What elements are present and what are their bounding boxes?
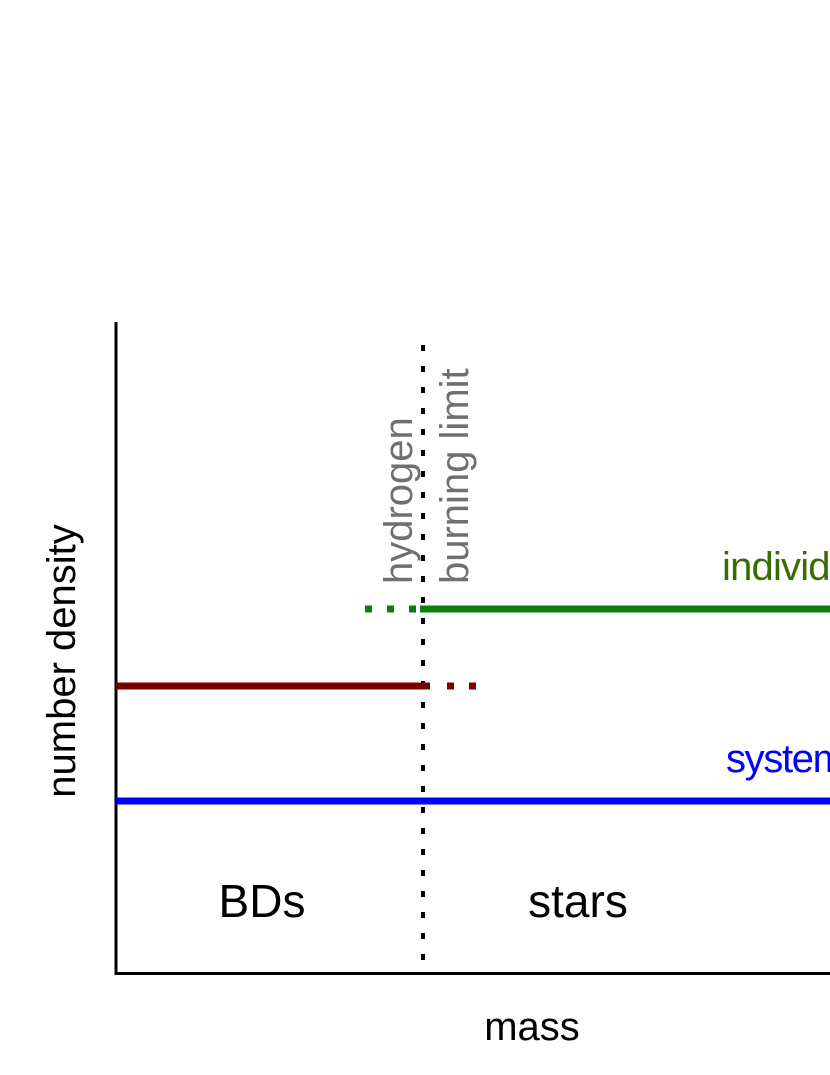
y-axis-label: number density xyxy=(40,524,84,797)
individual-label: individu xyxy=(722,545,830,589)
bds-region-label: BDs xyxy=(219,875,306,927)
burning-limit-label: burning limit xyxy=(433,368,477,584)
stars-region-label: stars xyxy=(528,875,628,927)
x-axis-label: mass xyxy=(484,1005,580,1049)
systems-label: system xyxy=(726,737,830,781)
hydrogen-label: hydrogen xyxy=(377,417,421,584)
